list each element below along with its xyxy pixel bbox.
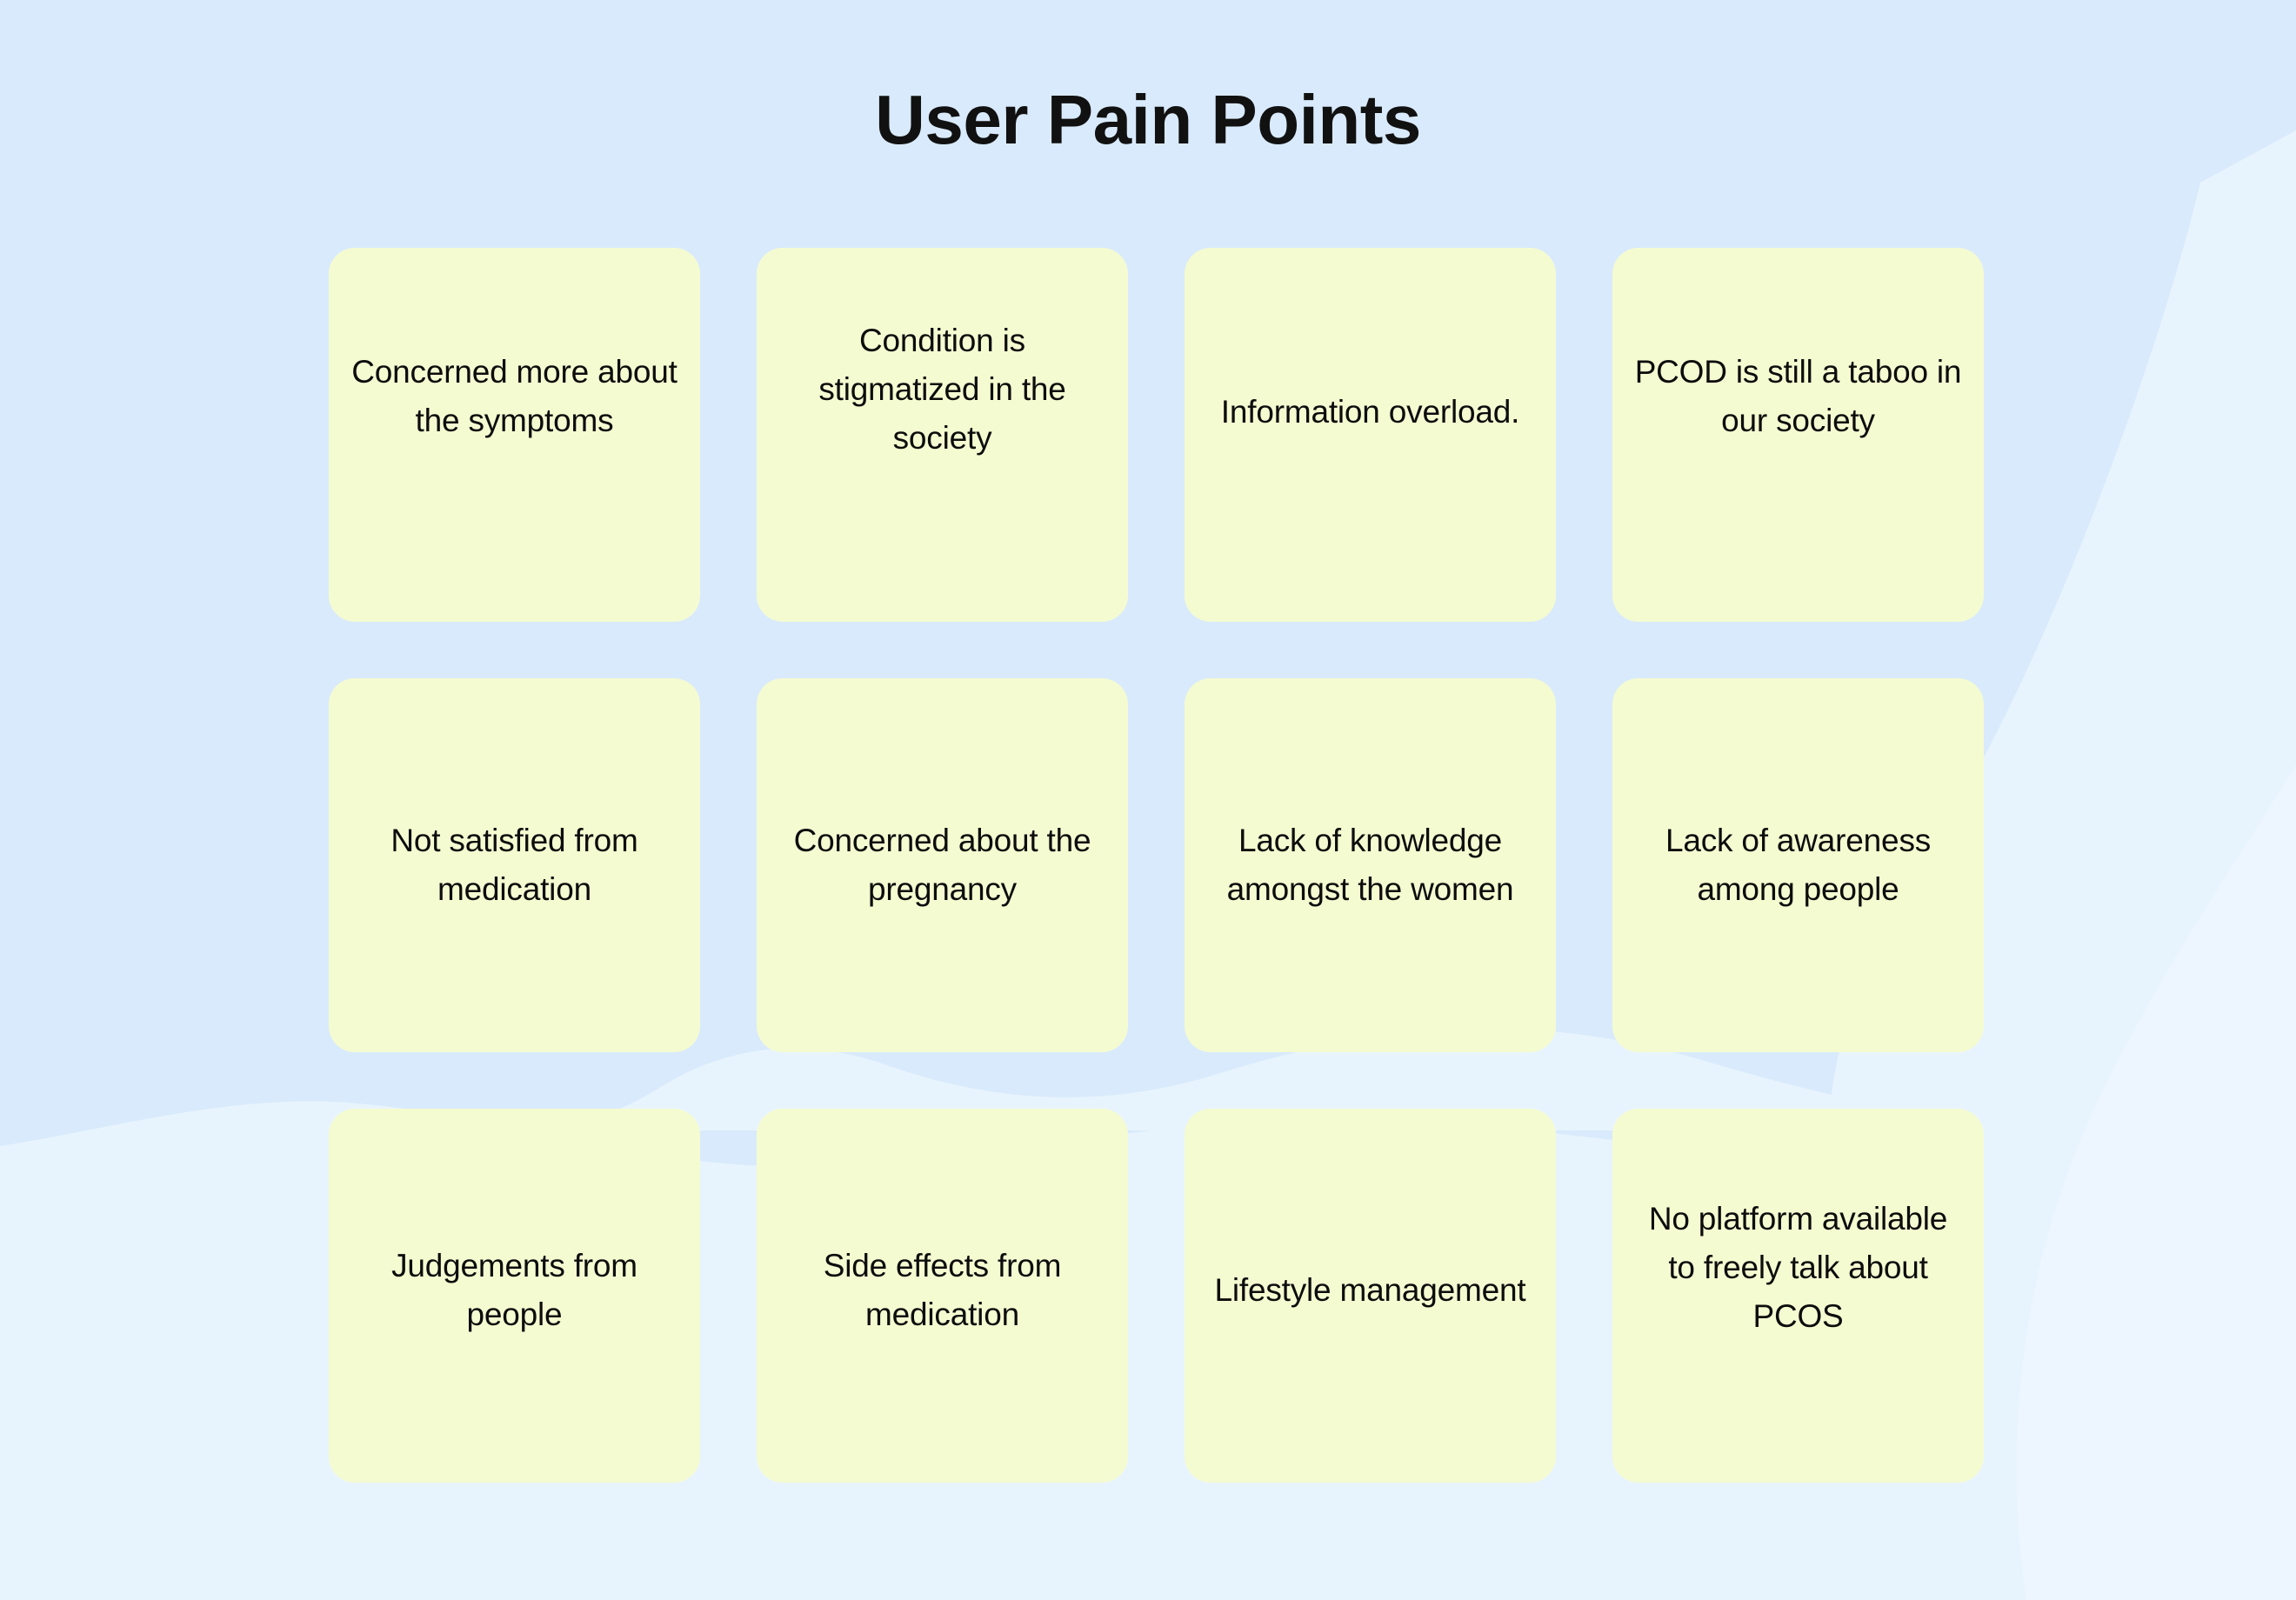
pain-point-label: Not satisfied from medication bbox=[390, 823, 638, 907]
pain-point-card-lifestyle-management[interactable]: Lifestyle management bbox=[1185, 1109, 1556, 1483]
pain-point-label: No platform available to freely talk abo… bbox=[1648, 1201, 1948, 1334]
pain-point-card-lack-awareness-people[interactable]: Lack of awareness among people bbox=[1612, 678, 1984, 1052]
wave-shape-middle bbox=[504, 1028, 2296, 1130]
pain-point-card-pregnancy-concern[interactable]: Concerned about the pregnancy bbox=[757, 678, 1128, 1052]
pain-point-card-concerned-symptoms[interactable]: Concerned more about the symptoms bbox=[329, 248, 700, 622]
pain-point-label: Concerned about the pregnancy bbox=[793, 823, 1091, 907]
pain-point-label: Judgements from people bbox=[391, 1248, 637, 1332]
pain-point-label: Information overload. bbox=[1220, 394, 1520, 430]
wave-shape-right-highlight bbox=[2016, 765, 2296, 1600]
page-title: User Pain Points bbox=[875, 81, 1421, 158]
pain-point-card-lack-knowledge-women[interactable]: Lack of knowledge amongst the women bbox=[1185, 678, 1556, 1052]
pain-point-label: PCOD is still a taboo in our society bbox=[1634, 354, 1962, 438]
pain-points-grid: Concerned more about the symptoms Condit… bbox=[329, 248, 1985, 1483]
pain-point-card-no-platform[interactable]: No platform available to freely talk abo… bbox=[1612, 1109, 1984, 1483]
pain-point-card-judgements[interactable]: Judgements from people bbox=[329, 1109, 700, 1483]
pain-point-card-medication-unsatisfied[interactable]: Not satisfied from medication bbox=[329, 678, 700, 1052]
pain-point-label: Concerned more about the symptoms bbox=[351, 354, 677, 438]
pain-point-card-side-effects[interactable]: Side effects from medication bbox=[757, 1109, 1128, 1483]
pain-point-label: Lifestyle management bbox=[1214, 1272, 1526, 1308]
pain-point-label: Condition is stigmatized in the society bbox=[818, 323, 1066, 456]
pain-point-label: Lack of awareness among people bbox=[1665, 823, 1932, 907]
pain-point-card-pcod-taboo[interactable]: PCOD is still a taboo in our society bbox=[1612, 248, 1984, 622]
pain-point-card-stigmatized[interactable]: Condition is stigmatized in the society bbox=[757, 248, 1128, 622]
pain-point-card-information-overload[interactable]: Information overload. bbox=[1185, 248, 1556, 622]
pain-point-label: Lack of knowledge amongst the women bbox=[1226, 823, 1514, 907]
pain-point-label: Side effects from medication bbox=[823, 1248, 1062, 1332]
